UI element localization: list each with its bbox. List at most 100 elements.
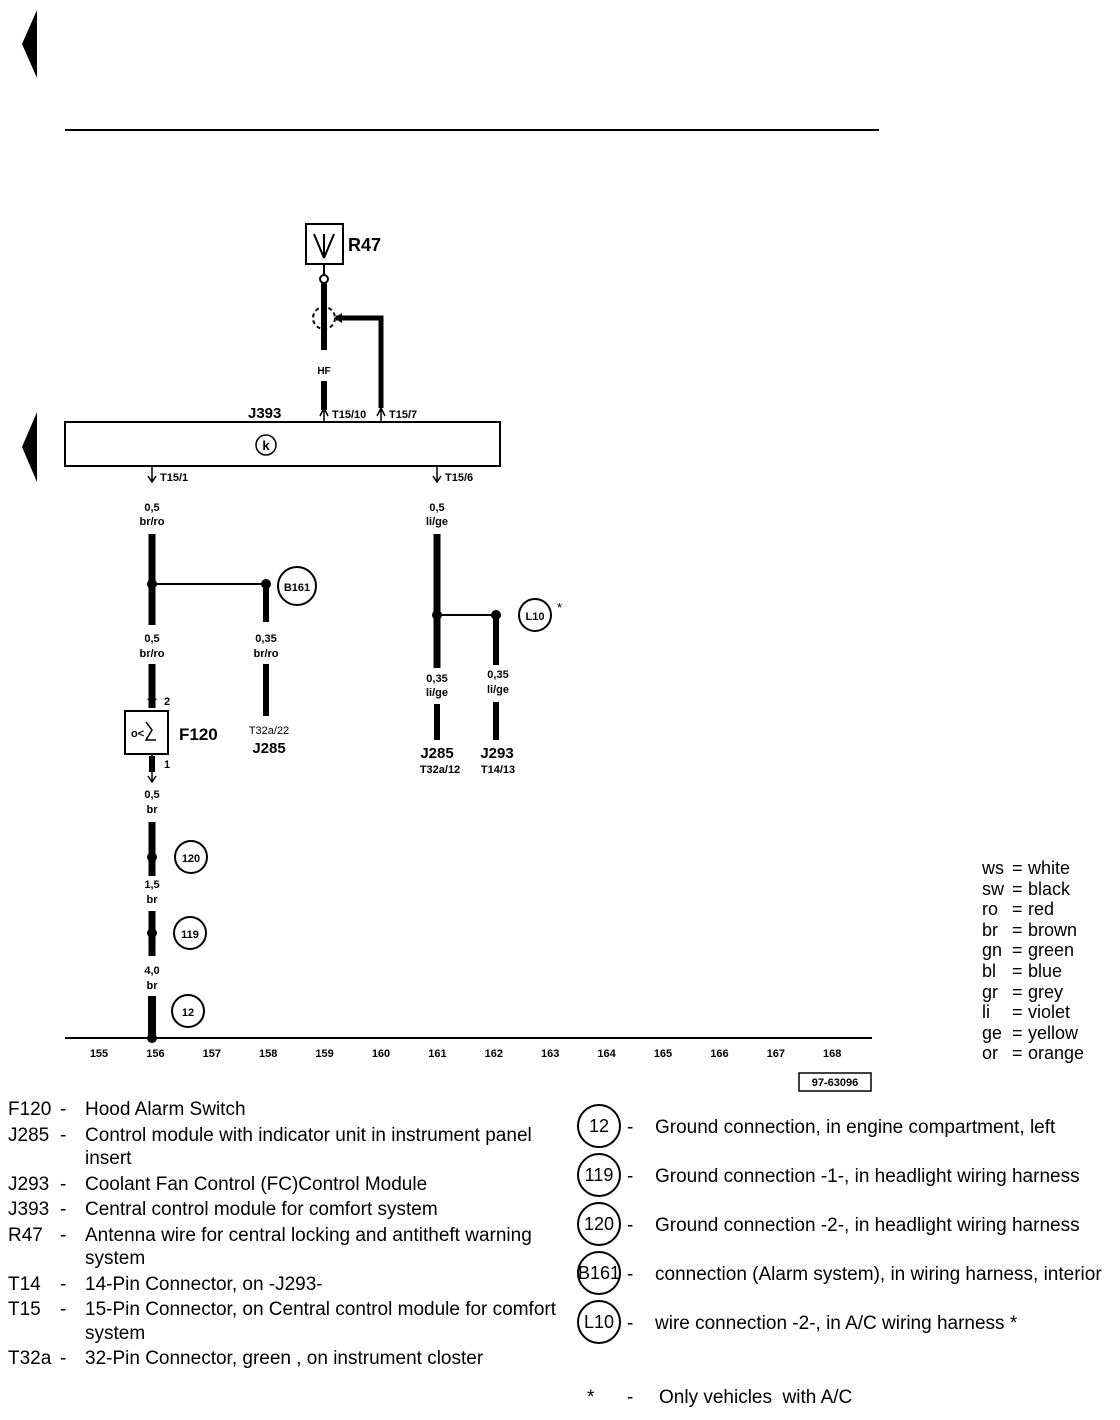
connection-l10: [518, 598, 552, 632]
wire-color-4: br/ro: [253, 648, 278, 660]
equals-sign: =: [1012, 1002, 1023, 1023]
continued-arrow-icon[interactable]: [22, 412, 37, 482]
track-number: 159: [315, 1048, 333, 1060]
wire-gauge-6: 0,35: [487, 669, 508, 681]
wire-gauge-2: 0,5: [429, 502, 444, 514]
wire-color-2: li/ge: [426, 516, 448, 528]
wire-color-9: br: [147, 980, 159, 992]
track-number: 156: [146, 1048, 164, 1060]
equals-sign: =: [1012, 960, 1023, 981]
track-number: 168: [823, 1048, 841, 1060]
parts-legend-item: T14-14-Pin Connector, on -J293-: [8, 1273, 568, 1297]
pin-f120-1: 1: [164, 759, 170, 771]
part-desc: Coolant Fan Control (FC)Control Module: [85, 1173, 428, 1195]
color-legend-row: gn=green: [982, 940, 1117, 961]
track-number: 160: [372, 1048, 390, 1060]
part-code: R47: [8, 1224, 43, 1246]
color-legend-row: bl=blue: [982, 961, 1117, 982]
ground-12: [171, 994, 205, 1028]
dash: -: [627, 1166, 634, 1187]
parts-legend-item: R47-Antenna wire for central locking and…: [8, 1224, 568, 1271]
wire-gauge-7: 0,5: [144, 789, 159, 801]
equals-sign: =: [1012, 899, 1023, 920]
ground-code-bubble: 120: [577, 1202, 621, 1246]
track-number: 166: [710, 1048, 728, 1060]
switch-f120: [124, 710, 169, 755]
color-code: bl: [982, 960, 997, 981]
pin-t32a-12: T32a/12: [420, 764, 460, 776]
ground-desc: wire connection -2-, in A/C wiring harne…: [655, 1313, 1018, 1334]
color-code: or: [982, 1043, 999, 1064]
dash: -: [60, 1124, 67, 1146]
wire-gauge-3: 0,5: [144, 633, 159, 645]
dash: -: [627, 1264, 634, 1285]
dash: -: [60, 1199, 67, 1220]
equals-sign: =: [1012, 981, 1023, 1002]
color-legend-row: or=orange: [982, 1043, 1117, 1064]
equals-sign: =: [1012, 919, 1023, 940]
dash: -: [60, 1099, 67, 1120]
svg-text:k: k: [262, 438, 270, 453]
ground-legend: 12-Ground connection, in engine compartm…: [577, 1104, 1107, 1408]
label-j393: J393: [248, 405, 281, 422]
part-desc: Hood Alarm Switch: [85, 1099, 246, 1120]
track-number: 155: [90, 1048, 108, 1060]
dash: -: [60, 1299, 67, 1320]
dash: -: [627, 1215, 634, 1236]
ground-legend-item: B161-connection (Alarm system), in wirin…: [577, 1251, 1107, 1297]
part-code: T15: [8, 1299, 41, 1320]
track-number: 162: [485, 1048, 503, 1060]
ground-code-bubble: 119: [577, 1153, 621, 1197]
dash: -: [60, 1348, 67, 1369]
ground-desc: Ground connection -2-, in headlight wiri…: [655, 1215, 1080, 1236]
dash: -: [627, 1117, 634, 1138]
color-legend-row: ws=white: [982, 858, 1117, 879]
pin-t14-13: T14/13: [481, 764, 515, 776]
ground-code-bubble: B161: [577, 1251, 621, 1295]
dash: -: [60, 1224, 67, 1246]
part-code: J285: [8, 1124, 50, 1146]
track-number: 165: [654, 1048, 672, 1060]
figure-id-box: [798, 1072, 872, 1092]
connection-b161: [277, 566, 317, 606]
equals-sign: =: [1012, 878, 1023, 899]
asterisk-l10: *: [557, 600, 562, 615]
track-number: 164: [597, 1048, 616, 1060]
part-code: J393: [8, 1199, 50, 1220]
label-j293: J293: [480, 745, 513, 762]
prev-page-arrow-icon[interactable]: [22, 10, 37, 78]
pin-f120-2: 2: [164, 696, 170, 708]
wire-color-5: li/ge: [426, 687, 448, 699]
color-name: violet: [1028, 1002, 1071, 1023]
pin-t15-7: T15/7: [389, 409, 417, 421]
ground-119: [173, 916, 207, 950]
part-desc: Central control module for comfort syste…: [85, 1199, 438, 1220]
color-legend-row: sw =black: [982, 879, 1117, 900]
svg-text:120: 120: [182, 853, 200, 865]
parts-legend-item: F120-Hood Alarm Switch: [8, 1098, 568, 1122]
figure-id: 97-63096: [812, 1077, 859, 1089]
footnote-text-row: -: [627, 1387, 634, 1408]
wire-gauge-9: 4,0: [144, 965, 159, 977]
color-name: black: [1028, 878, 1071, 899]
wire-color-3: br/ro: [139, 648, 164, 660]
pin-t15-1: T15/1: [160, 472, 188, 484]
color-code: br: [982, 919, 999, 940]
wire-color-6: li/ge: [487, 684, 509, 696]
color-code: sw: [982, 878, 1004, 899]
wiring-diagram: R47 HF T15/10 T15/7 J393 k T15/1 T15/6 0…: [22, 10, 879, 1092]
footnote-text: Only vehicles with A/C: [659, 1387, 853, 1408]
parts-legend-item: T32a-32-Pin Connector, green , on instru…: [8, 1347, 568, 1371]
label-hf: HF: [317, 366, 330, 377]
footnote-mark: *: [587, 1387, 595, 1408]
track-number: 161: [428, 1048, 446, 1060]
pin-t32a-22: T32a/22: [249, 725, 289, 737]
color-legend-row: br=brown: [982, 920, 1117, 941]
wire-color-1: br/ro: [139, 516, 164, 528]
wire-gauge-8: 1,5: [144, 879, 159, 891]
ground-desc: connection (Alarm system), in wiring har…: [655, 1264, 1102, 1285]
parts-legend-item: T15-15-Pin Connector, on Central control…: [8, 1298, 568, 1345]
